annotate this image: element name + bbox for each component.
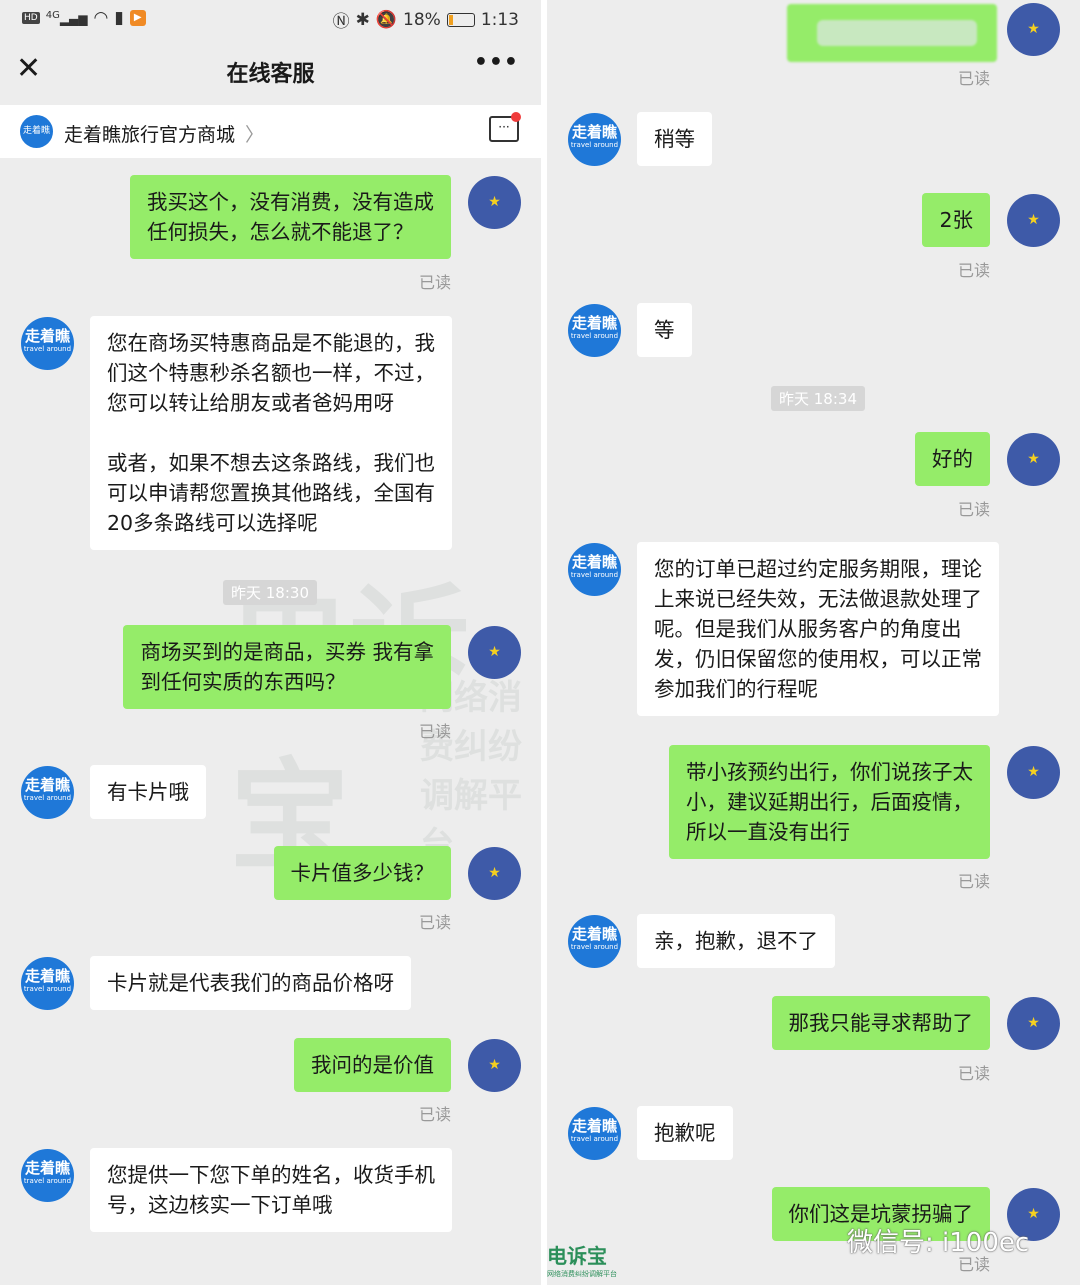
notification-dot (511, 112, 521, 122)
shop-bar[interactable]: 走着瞧 走着瞧旅行官方商城〉 ··· (0, 105, 541, 158)
user-message: 我问的是价值 (294, 1038, 451, 1092)
user-avatar[interactable]: ★ (1007, 194, 1060, 247)
star-icon: ★ (488, 644, 501, 660)
mute-icon: 🔕 (375, 9, 398, 30)
user-message: 商场买到的是商品，买券 我有拿 到任何实质的东西吗？ (123, 625, 451, 709)
hd-icon: HD (22, 12, 40, 24)
read-receipt: 已读 (957, 261, 990, 280)
star-icon: ★ (1027, 1206, 1040, 1222)
brand-logo: 电诉宝网络消费纠纷调解平台 (547, 1244, 617, 1278)
user-avatar[interactable]: ★ (468, 176, 521, 229)
read-receipt: 已读 (957, 69, 990, 88)
chat-list-icon[interactable]: ··· (489, 116, 519, 142)
nav-bar: ✕ 在线客服 ••• (0, 36, 541, 105)
close-icon[interactable]: ✕ (16, 51, 42, 86)
user-avatar[interactable]: ★ (468, 847, 521, 900)
user-avatar[interactable]: ★ (1007, 746, 1060, 799)
user-message: 2张 (922, 193, 990, 247)
user-message: 卡片值多少钱？ (273, 846, 451, 900)
read-receipt: 已读 (957, 1064, 990, 1083)
agent-message: 有卡片哦 (90, 765, 206, 819)
agent-message: 您提供一下您下单的姓名，收货手机 号，这边核实一下订单哦 (90, 1148, 452, 1232)
shop-name-text: 走着瞧旅行官方商城 (64, 124, 236, 146)
timestamp: 昨天 18:34 (771, 386, 865, 411)
user-avatar[interactable]: ★ (1007, 433, 1060, 486)
agent-message: 抱歉呢 (637, 1106, 733, 1160)
signal-icon: 4G▂▄▆ (45, 10, 88, 26)
battery-percent: 18% (403, 9, 441, 30)
star-icon: ★ (488, 194, 501, 210)
user-avatar[interactable]: ★ (468, 1039, 521, 1092)
star-icon: ★ (488, 865, 501, 881)
star-icon: ★ (1027, 1015, 1040, 1031)
page-title: 在线客服 (226, 62, 315, 87)
read-receipt: 已读 (957, 1255, 990, 1274)
star-icon: ★ (488, 1057, 501, 1073)
battery-icon (446, 12, 475, 27)
app-icon: ▶ (129, 10, 146, 26)
star-icon: ★ (1027, 212, 1040, 228)
left-chat-panel: HD 4G▂▄▆ ◠▮ ▶ Ⓝ✱🔕18% 1:13 ✕ 在线客服 ••• 走着瞧 走着瞧… (0, 0, 541, 1285)
wifi-icon: ◠ (93, 8, 109, 28)
battery-saver-icon: ▮ (114, 8, 124, 28)
star-icon: ★ (1027, 451, 1040, 467)
timestamp: 昨天 18:30 (223, 580, 317, 605)
agent-message: 您的订单已超过约定服务期限，理论 上来说已经失效，无法做退款处理了 呢。但是我们… (637, 542, 999, 716)
blurred-message (787, 4, 997, 62)
shop-name[interactable]: 走着瞧旅行官方商城〉 (64, 120, 264, 147)
nfc-icon: Ⓝ (332, 12, 350, 32)
clock: 1:13 (480, 9, 519, 30)
user-avatar[interactable]: ★ (1007, 1188, 1060, 1241)
status-bar: HD 4G▂▄▆ ◠▮ ▶ Ⓝ✱🔕18% 1:13 (0, 0, 541, 36)
star-icon: ★ (1027, 21, 1040, 37)
user-message: 那我只能寻求帮助了 (771, 996, 990, 1050)
agent-message: 等 (637, 303, 692, 357)
read-receipt: 已读 (957, 872, 990, 891)
user-message: 带小孩预约出行，你们说孩子太 小，建议延期出行，后面疫情， 所以一直没有出行 (669, 745, 990, 859)
agent-message: 卡片就是代表我们的商品价格呀 (90, 956, 411, 1010)
read-receipt: 已读 (418, 273, 451, 292)
user-avatar[interactable]: ★ (1007, 997, 1060, 1050)
bluetooth-icon: ✱ (355, 9, 370, 30)
read-receipt: 已读 (418, 722, 451, 741)
user-avatar[interactable]: ★ (1007, 3, 1060, 56)
more-icon[interactable]: ••• (473, 50, 519, 75)
agent-message: 稍等 (637, 112, 712, 166)
star-icon: ★ (1027, 764, 1040, 780)
user-message: 你们这是坑蒙拐骗了 (771, 1187, 990, 1241)
user-message: 我买这个，没有消费，没有造成 任何损失，怎么就不能退了？ (130, 175, 451, 259)
user-avatar[interactable]: ★ (468, 626, 521, 679)
agent-message: 您在商场买特惠商品是不能退的，我 们这个特惠秒杀名额也一样，不过， 您可以转让给… (90, 316, 452, 550)
read-receipt: 已读 (418, 913, 451, 932)
chevron-right-icon: 〉 (245, 124, 265, 146)
shop-logo: 走着瞧 (20, 115, 53, 148)
wechat-watermark: 微信号: i100ec (847, 1228, 1030, 1258)
read-receipt: 已读 (418, 1105, 451, 1124)
agent-message: 亲，抱歉，退不了 (637, 914, 835, 968)
user-message: 好的 (915, 432, 990, 486)
read-receipt: 已读 (957, 500, 990, 519)
